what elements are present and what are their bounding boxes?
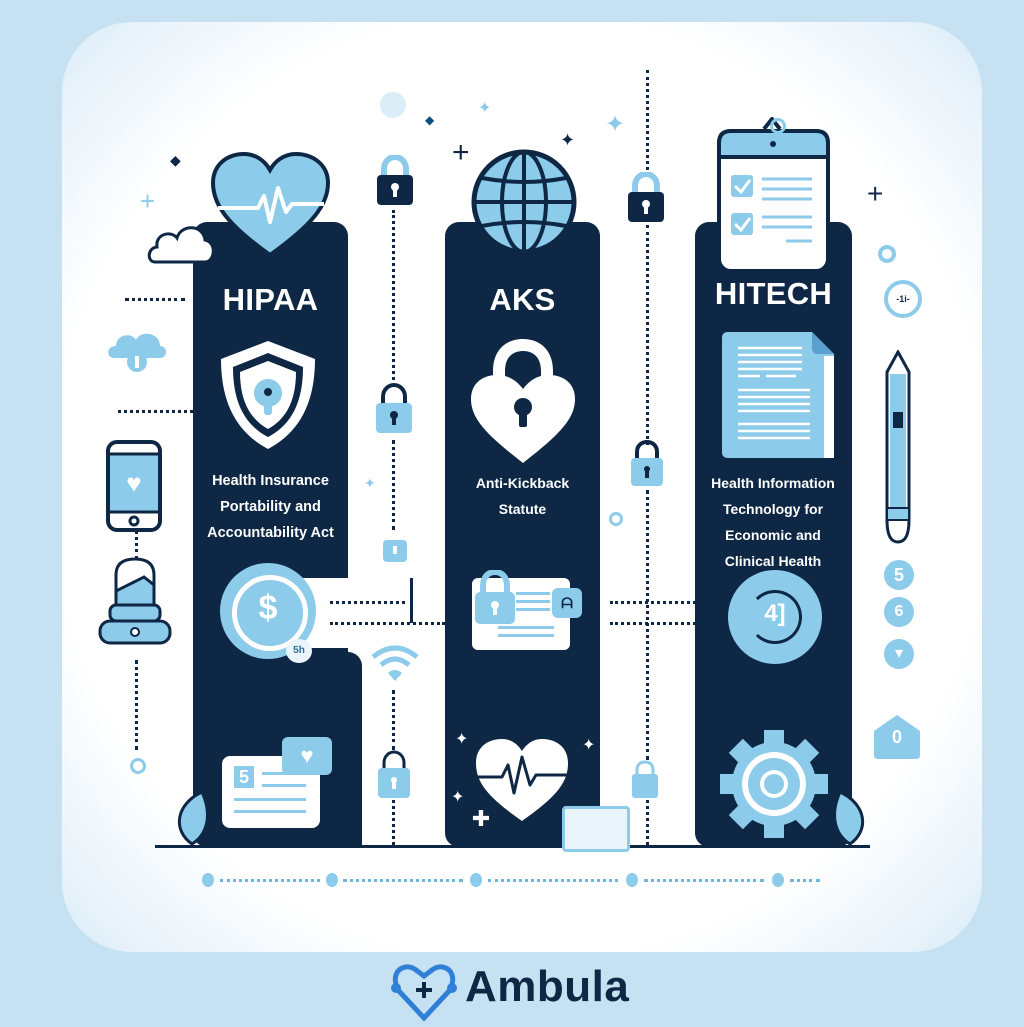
ring-icon (380, 92, 406, 118)
pen-icon (883, 348, 913, 545)
baseline (155, 845, 870, 848)
device-icon (562, 806, 630, 852)
svg-text:♥: ♥ (126, 468, 141, 498)
padlock-icon (376, 153, 414, 207)
home-badge-icon: 0 (872, 713, 922, 759)
timeline-dot (202, 873, 214, 887)
ring-icon (130, 758, 146, 774)
heart-padlock-icon (467, 335, 579, 467)
globe-icon (470, 148, 578, 256)
hipaa-description: Health Insurance Portability and Account… (207, 473, 334, 541)
padlock-icon (382, 532, 408, 564)
timeline-dot (470, 873, 482, 887)
timeline-dot (626, 873, 638, 887)
padlock-icon (627, 170, 665, 224)
sparkle-icon: ✦ (582, 737, 596, 754)
wifi-icon (370, 643, 420, 683)
hipaa-title: HIPAA (222, 282, 319, 317)
connector-path (348, 578, 445, 847)
number-badge: 5 (884, 560, 914, 590)
leaf-icon (830, 790, 870, 846)
lab-device-icon (96, 555, 174, 655)
sparkle-icon: ✦ (364, 475, 376, 491)
sparkle-icon: ✦ (560, 130, 576, 150)
checklist-clipboard-icon (716, 115, 831, 273)
hitech-title: HITECH (714, 276, 833, 311)
shield-keyhole-icon (213, 335, 323, 455)
heart-pulse-white-icon (472, 735, 572, 825)
aks-title: AKS (489, 282, 556, 317)
timeline-dot (772, 873, 784, 887)
padlock-icon (375, 382, 413, 435)
ring-icon (770, 118, 786, 134)
plus-icon: + (867, 178, 884, 209)
location-pin-icon: ▾ (884, 639, 914, 669)
padlock-icon (473, 568, 517, 626)
ring-icon (609, 512, 623, 526)
progress-badge-icon: 4] (728, 570, 822, 664)
heart-pulse-icon (208, 150, 333, 260)
brand-name: Ambula (465, 962, 630, 1011)
plus-icon: + (140, 186, 156, 216)
small-lock-badge-icon: ᗩ (552, 588, 582, 618)
ring-icon (878, 245, 896, 263)
leaf-icon (172, 790, 212, 846)
heart-badge-icon: ♥ (282, 737, 332, 775)
aks-column (445, 222, 600, 847)
gear-icon (718, 728, 830, 840)
sparkle-icon: ◆ (170, 152, 181, 168)
document-icon (720, 330, 836, 462)
cloud-info-icon (106, 330, 168, 374)
aks-description: Anti-Kickback Statute (475, 475, 570, 517)
sparkle-icon: ✦ (605, 111, 626, 138)
hitech-description: Health Information Technology for Econom… (711, 475, 835, 569)
heart-plus-stethoscope-icon (388, 960, 460, 1022)
pill-badge-icon: -1i- (884, 280, 922, 318)
sparkle-icon: ✦ (455, 731, 469, 748)
cloud-icon (145, 212, 215, 267)
padlock-icon (630, 760, 660, 800)
medical-cross-icon: ✚ (471, 806, 491, 831)
padlock-icon (630, 439, 664, 488)
plus-icon: + (452, 136, 470, 169)
dollar-coin-icon: $ 5h (220, 563, 316, 663)
sparkle-icon: ✦ (451, 789, 465, 806)
sparkle-icon: ◆ (425, 113, 435, 127)
padlock-icon (376, 750, 412, 800)
timeline-dot (326, 873, 338, 887)
number-badge: 6 (884, 597, 914, 627)
smartphone-heart-icon: ♥ (106, 440, 162, 532)
sparkle-icon: ✦ (478, 100, 492, 117)
